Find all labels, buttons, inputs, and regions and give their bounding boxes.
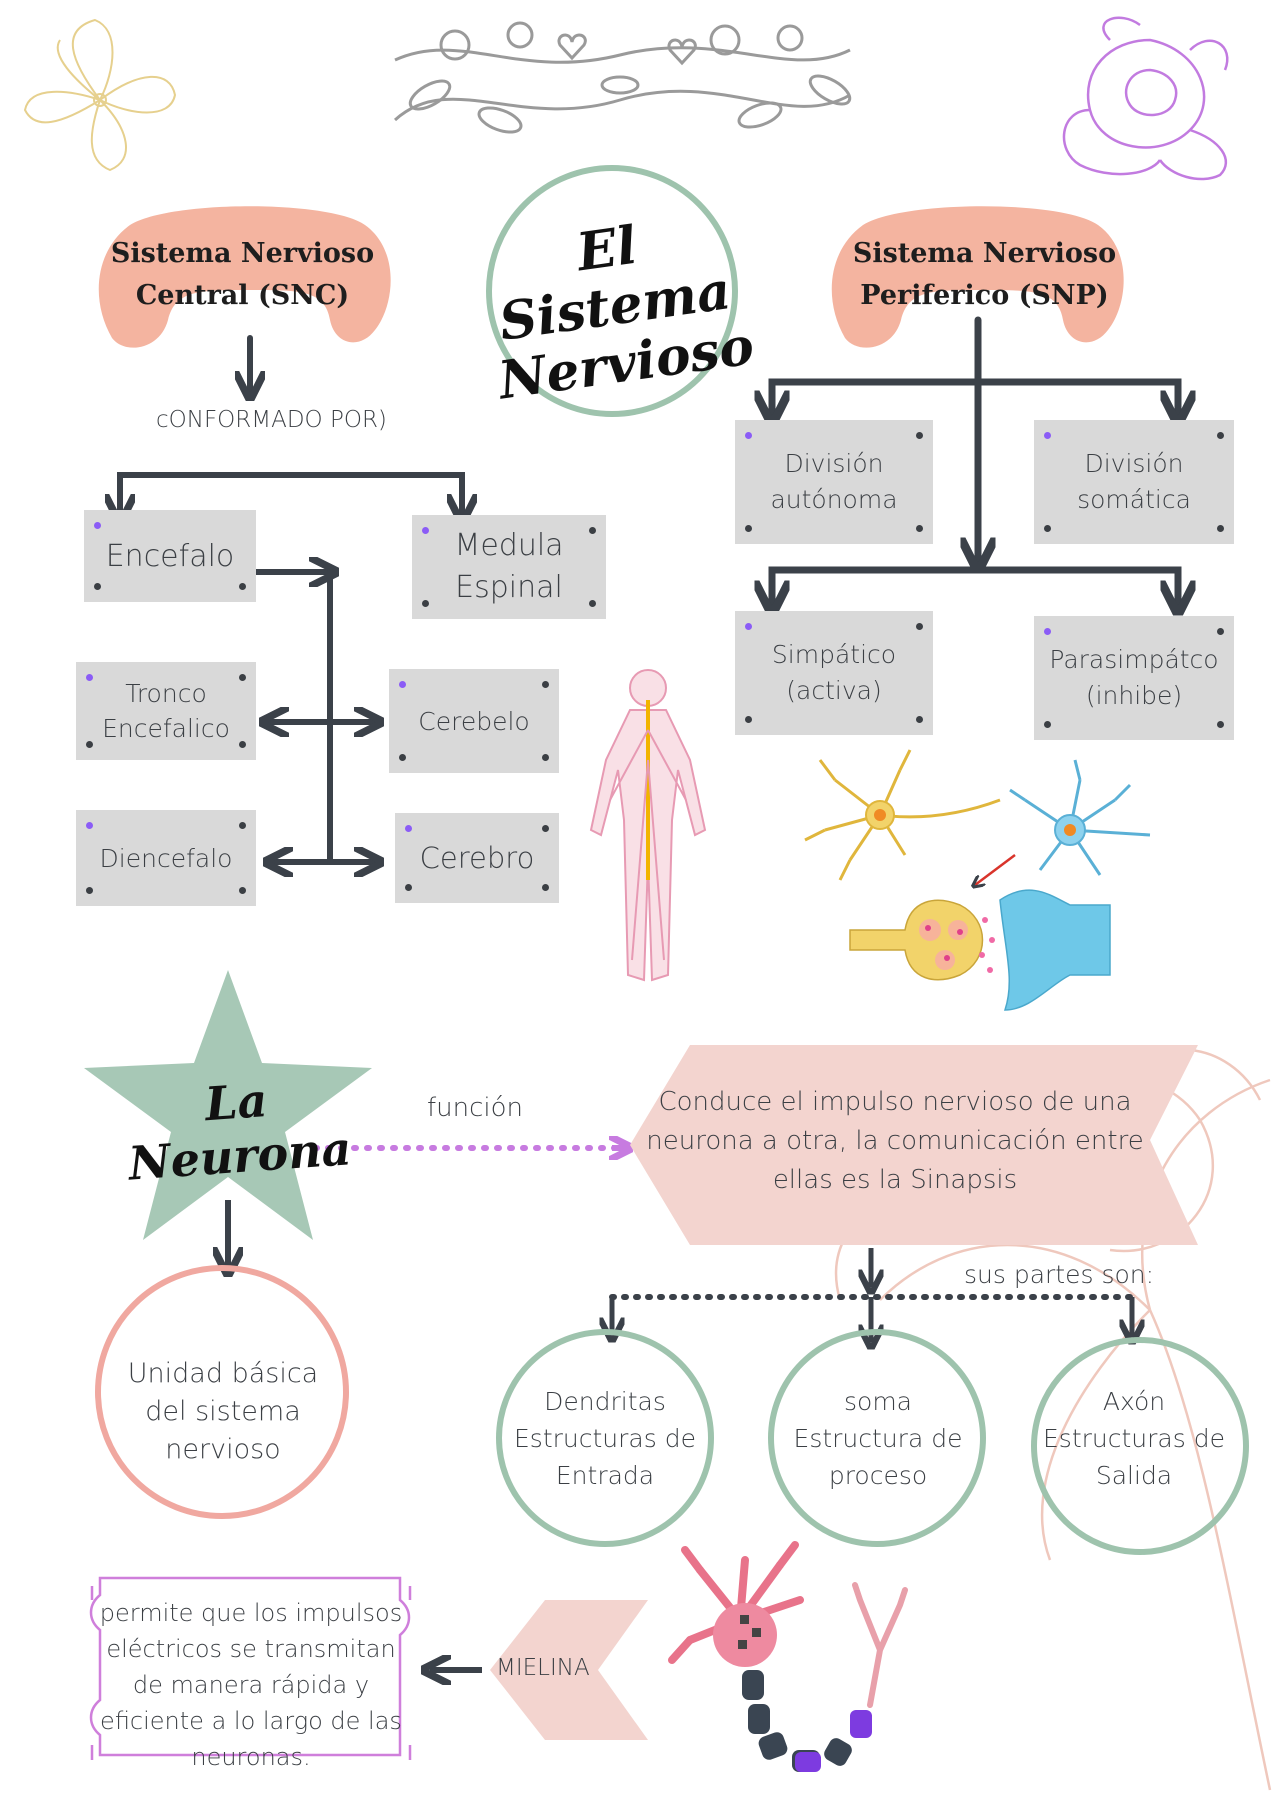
snc-title-line1: Sistema Nervioso bbox=[110, 238, 375, 269]
funcion-banner bbox=[630, 1045, 1198, 1245]
cerebro-label: Cerebro bbox=[419, 841, 535, 875]
neuron-synapse-icon bbox=[804, 749, 1151, 1011]
somatica-box: División somática bbox=[1034, 420, 1234, 544]
unidad-circle bbox=[95, 1265, 349, 1519]
funcion-text: Conduce el impulso nervioso de una neuro… bbox=[646, 1087, 1144, 1195]
soma-text: soma Estructura de proceso bbox=[793, 1387, 963, 1490]
title-circle bbox=[486, 165, 738, 417]
axon-text: Axón Estructuras de Salida bbox=[1043, 1387, 1225, 1490]
dendritas-text: Dendritas Estructuras de Entrada bbox=[514, 1387, 696, 1490]
encefalo-label: Encefalo bbox=[105, 538, 235, 574]
encefalo-box: Encefalo bbox=[84, 510, 256, 602]
simpatico-label: Simpático (activa) bbox=[771, 640, 897, 705]
medula-label: Medula Espinal bbox=[454, 528, 564, 605]
medula-box: Medula Espinal bbox=[412, 515, 606, 619]
unidad-text: Unidad básica del sistema nervioso bbox=[127, 1358, 319, 1465]
neurona-title: La Neurona bbox=[126, 1072, 353, 1191]
snp-title-shape bbox=[831, 206, 1124, 348]
snc-title-line2: Central (SNC) bbox=[135, 280, 350, 311]
funcion-label: función bbox=[427, 1093, 524, 1123]
snp-title-line1: Sistema Nervioso bbox=[852, 238, 1117, 269]
rose-icon bbox=[1062, 16, 1229, 181]
mielina-text-frame bbox=[89, 1576, 411, 1757]
autonoma-box: División autónoma bbox=[735, 420, 933, 544]
parasimpatico-box: Parasimpátco (inhibe) bbox=[1034, 616, 1234, 740]
parasimpatico-label: Parasimpátco (inhibe) bbox=[1049, 645, 1219, 710]
cerebelo-label: Cerebelo bbox=[418, 706, 530, 736]
snc-title: Sistema Nervioso Central (SNC) bbox=[90, 233, 395, 317]
mielina-text: permite que los impulsos eléctricos se t… bbox=[99, 1599, 403, 1771]
mielina-label: MIELINA bbox=[496, 1655, 590, 1681]
soma-circle bbox=[768, 1329, 986, 1547]
myelinated-neuron-icon bbox=[668, 1541, 908, 1772]
tronco-box: Tronco Encefalico bbox=[76, 662, 256, 760]
human-nervous-system-icon bbox=[589, 669, 707, 982]
diencefalo-box: Diencefalo bbox=[76, 810, 256, 906]
dendritas-circle bbox=[496, 1329, 714, 1547]
floral-garland-icon bbox=[393, 21, 852, 134]
simpatico-box: Simpático (activa) bbox=[735, 611, 933, 735]
autonoma-label: División autónoma bbox=[770, 449, 898, 514]
conformado-label: cONFORMADO POR) bbox=[156, 407, 387, 433]
snp-title: Sistema Nervioso Periferico (SNP) bbox=[832, 233, 1137, 317]
neurona-star bbox=[84, 970, 372, 1240]
page-title: El Sistema Nervioso bbox=[479, 203, 758, 412]
snc-title-shape bbox=[98, 206, 391, 348]
tronco-label: Tronco Encefalico bbox=[102, 679, 230, 743]
cerebro-box: Cerebro bbox=[395, 813, 559, 903]
flower-icon-left bbox=[23, 18, 177, 172]
partes-label: sus partes son: bbox=[964, 1260, 1155, 1289]
cerebelo-box: Cerebelo bbox=[389, 669, 559, 773]
snp-title-line2: Periferico (SNP) bbox=[860, 280, 1109, 311]
mielina-chevron bbox=[490, 1600, 648, 1740]
diencefalo-label: Diencefalo bbox=[99, 843, 233, 873]
axon-circle bbox=[1031, 1337, 1249, 1555]
somatica-label: División somática bbox=[1077, 449, 1191, 514]
